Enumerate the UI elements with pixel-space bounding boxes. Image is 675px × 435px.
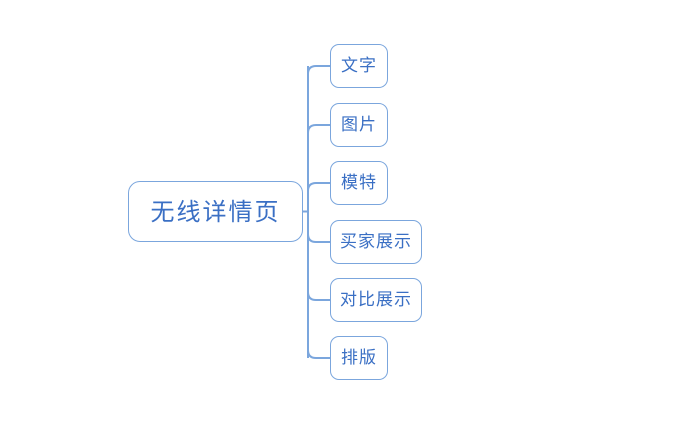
mindmap-node-label-4: 对比展示 <box>340 289 412 310</box>
mindmap-node-label-5: 排版 <box>341 347 377 368</box>
mindmap-root-node[interactable]: 无线详情页 <box>128 181 303 242</box>
mindmap-root-label: 无线详情页 <box>150 197 281 226</box>
connector-branch-0 <box>307 65 330 75</box>
connector-branch-3 <box>307 233 330 243</box>
mindmap-node-label-3: 买家展示 <box>340 231 412 252</box>
mindmap-node-1[interactable]: 图片 <box>330 103 388 147</box>
mindmap-node-label-2: 模特 <box>341 172 377 193</box>
mindmap-node-label-0: 文字 <box>341 55 377 76</box>
mindmap-node-2[interactable]: 模特 <box>330 161 388 205</box>
mindmap-node-4[interactable]: 对比展示 <box>330 278 422 322</box>
mindmap-node-5[interactable]: 排版 <box>330 336 388 380</box>
mindmap-node-3[interactable]: 买家展示 <box>330 220 422 264</box>
connector-branch-2 <box>307 182 330 192</box>
connector-branch-1 <box>307 124 330 134</box>
connector-branch-4 <box>307 291 330 301</box>
connector-branch-5 <box>307 349 330 359</box>
mindmap-node-label-1: 图片 <box>341 114 377 135</box>
mindmap-node-0[interactable]: 文字 <box>330 44 388 88</box>
